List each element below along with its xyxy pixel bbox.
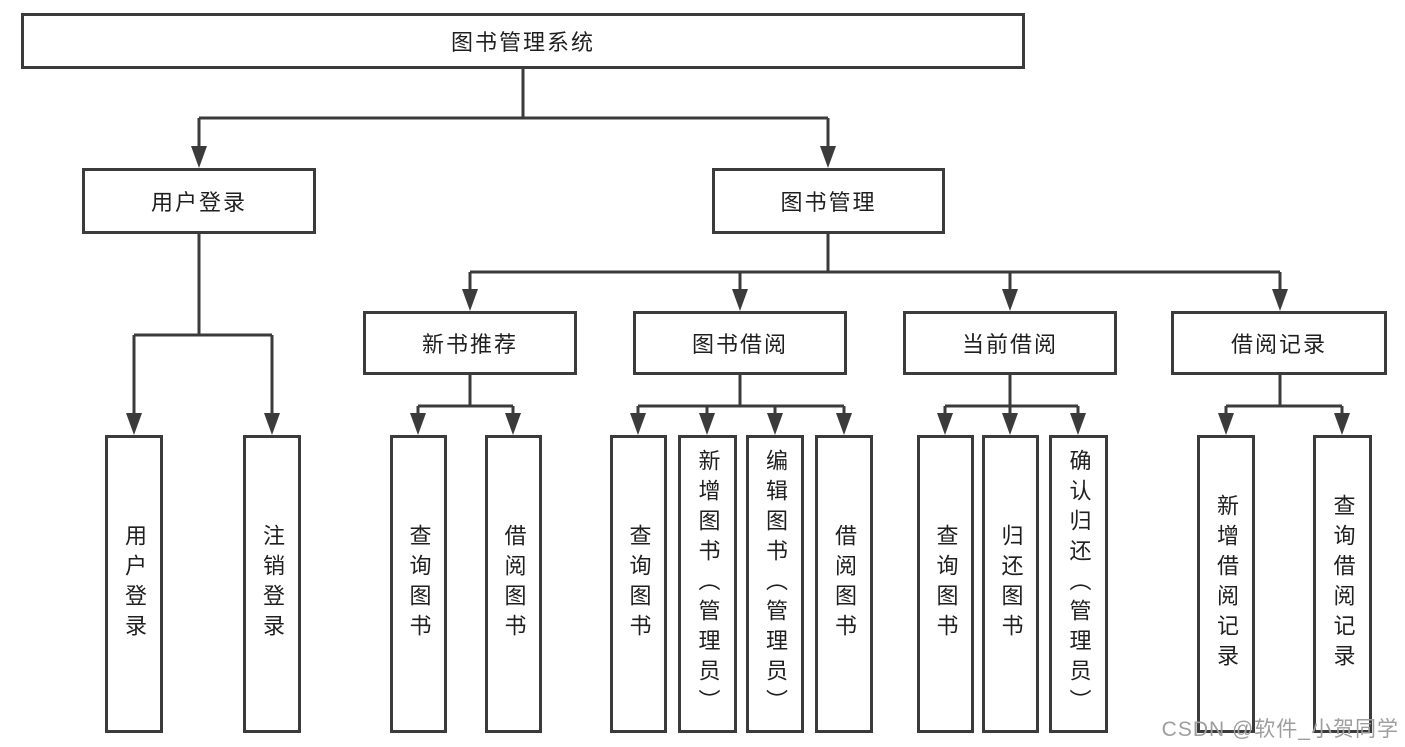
node-current-borrow: 当前借阅	[903, 311, 1117, 375]
leaf-query-borrow-record: 查询借阅记录	[1313, 435, 1372, 733]
leaf-query-books-borrow: 查询图书	[610, 435, 667, 733]
node-new-book-recommend: 新书推荐	[363, 311, 577, 375]
arrowhead	[410, 413, 426, 435]
connector-borrow-records-children	[1218, 374, 1350, 435]
arrowhead	[191, 146, 207, 168]
arrowhead	[767, 413, 783, 435]
connector-current-borrow-children	[937, 374, 1086, 435]
arrowhead	[1002, 413, 1018, 435]
leaf-edit-book-admin: 编辑图书（管理员）	[746, 435, 804, 733]
node-book-borrow: 图书借阅	[633, 311, 847, 375]
leaf-borrow-books-borrow: 借阅图书	[815, 435, 873, 733]
leaf-logout: 注销登录	[243, 435, 301, 733]
arrowhead	[937, 413, 953, 435]
arrowhead	[836, 413, 852, 435]
arrowhead	[462, 289, 478, 311]
connector-root-to-level2	[191, 68, 836, 168]
leaf-query-books-recommend: 查询图书	[390, 435, 447, 733]
arrowhead	[1002, 289, 1018, 311]
csdn-watermark: CSDN @软件_小贺同学	[1161, 718, 1399, 741]
leaf-confirm-return-admin: 确认归还（管理员）	[1049, 435, 1108, 733]
arrowhead	[126, 413, 142, 435]
node-user-login: 用户登录	[82, 168, 316, 234]
arrowhead	[505, 413, 521, 435]
leaf-add-book-admin: 新增图书（管理员）	[678, 435, 737, 733]
leaf-user-login: 用户登录	[105, 435, 163, 733]
node-root: 图书管理系统	[21, 13, 1025, 69]
arrowhead	[732, 289, 748, 311]
arrowhead	[1070, 413, 1086, 435]
arrowhead	[820, 146, 836, 168]
leaf-query-books-current: 查询图书	[917, 435, 974, 733]
connector-user-login-children	[126, 233, 280, 435]
node-book-management: 图书管理	[712, 168, 945, 234]
leaf-add-borrow-record: 新增借阅记录	[1197, 435, 1255, 733]
connector-new-book-children	[410, 374, 521, 435]
arrowhead	[699, 413, 715, 435]
leaf-return-book: 归还图书	[982, 435, 1039, 733]
arrowhead	[1218, 413, 1234, 435]
connector-book-management-children	[462, 233, 1288, 311]
leaf-borrow-books-recommend: 借阅图书	[485, 435, 542, 733]
arrowhead	[264, 413, 280, 435]
arrowhead	[1272, 289, 1288, 311]
arrowhead	[630, 413, 646, 435]
arrowhead	[1334, 413, 1350, 435]
node-borrow-records: 借阅记录	[1171, 311, 1387, 375]
connector-book-borrow-children	[630, 374, 852, 435]
